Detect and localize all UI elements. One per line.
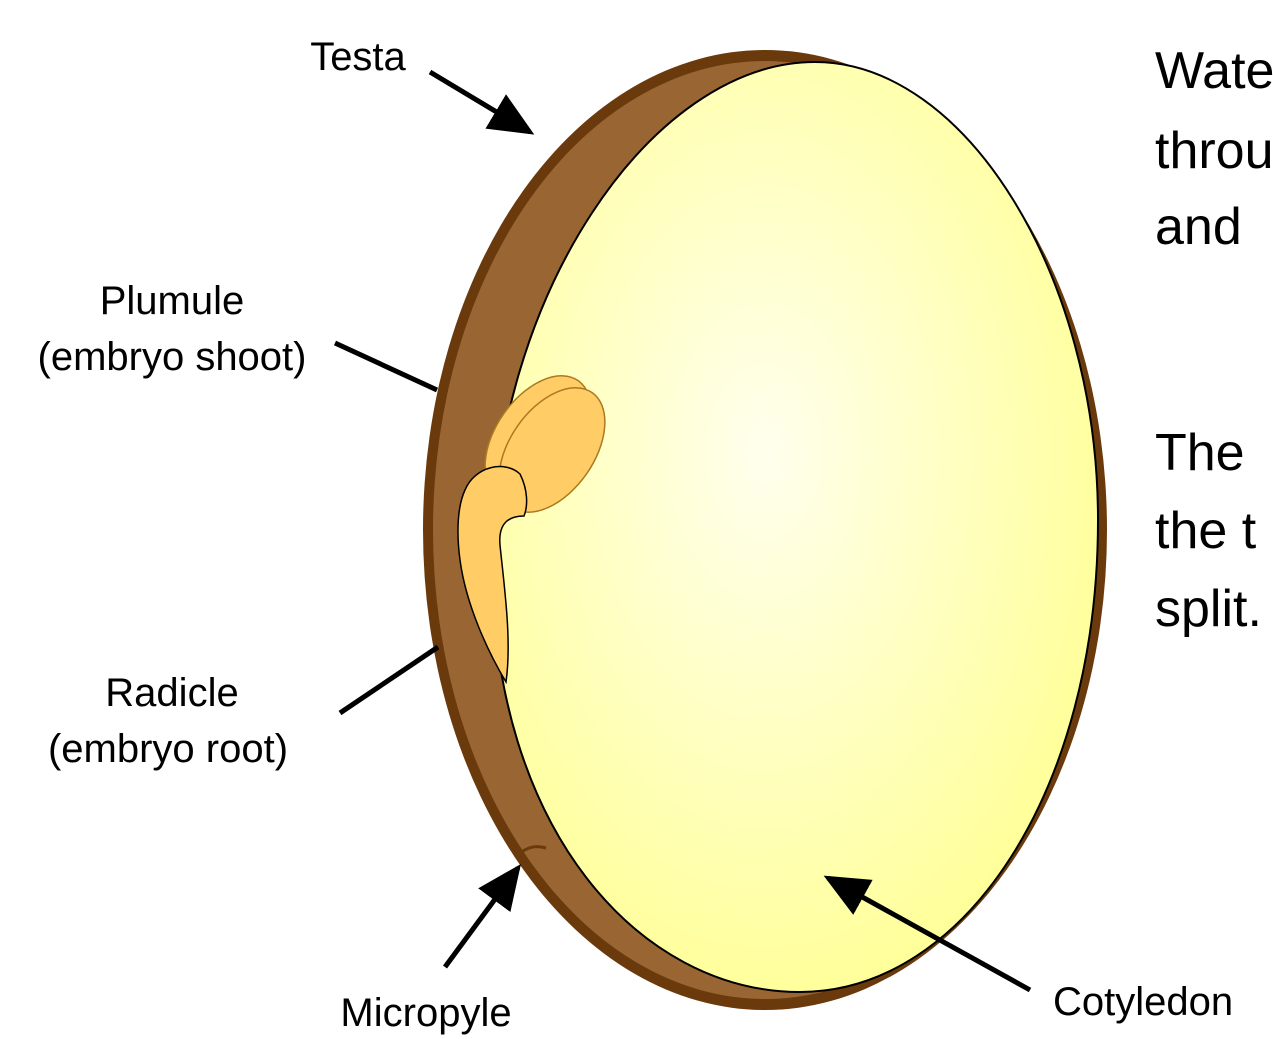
text-block-2-line2: the t bbox=[1155, 502, 1257, 560]
text-block-1: Wate throu and bbox=[1155, 42, 1273, 256]
text-block-1-line1: Wate bbox=[1155, 42, 1273, 100]
plumule-label-line1: Plumule bbox=[100, 279, 245, 323]
testa-arrow bbox=[430, 72, 530, 132]
micropyle-arrow bbox=[445, 868, 518, 967]
text-block-2-line1: The bbox=[1155, 424, 1245, 482]
text-block-1-line2: throu bbox=[1155, 122, 1273, 180]
plumule-label-line2: (embryo shoot) bbox=[38, 335, 307, 379]
text-block-1-line3: and bbox=[1155, 198, 1242, 256]
radicle-label-line2: (embryo root) bbox=[48, 727, 288, 771]
radicle-leader-line bbox=[340, 647, 438, 713]
testa-label: Testa bbox=[310, 35, 406, 79]
radicle-label-line1: Radicle bbox=[105, 671, 238, 715]
plumule-leader-line bbox=[335, 343, 437, 390]
text-block-2: The the t split. bbox=[1155, 424, 1262, 638]
cotyledon-label: Cotyledon bbox=[1053, 980, 1233, 1024]
text-block-2-line3: split. bbox=[1155, 580, 1262, 638]
micropyle-label: Micropyle bbox=[340, 991, 511, 1035]
